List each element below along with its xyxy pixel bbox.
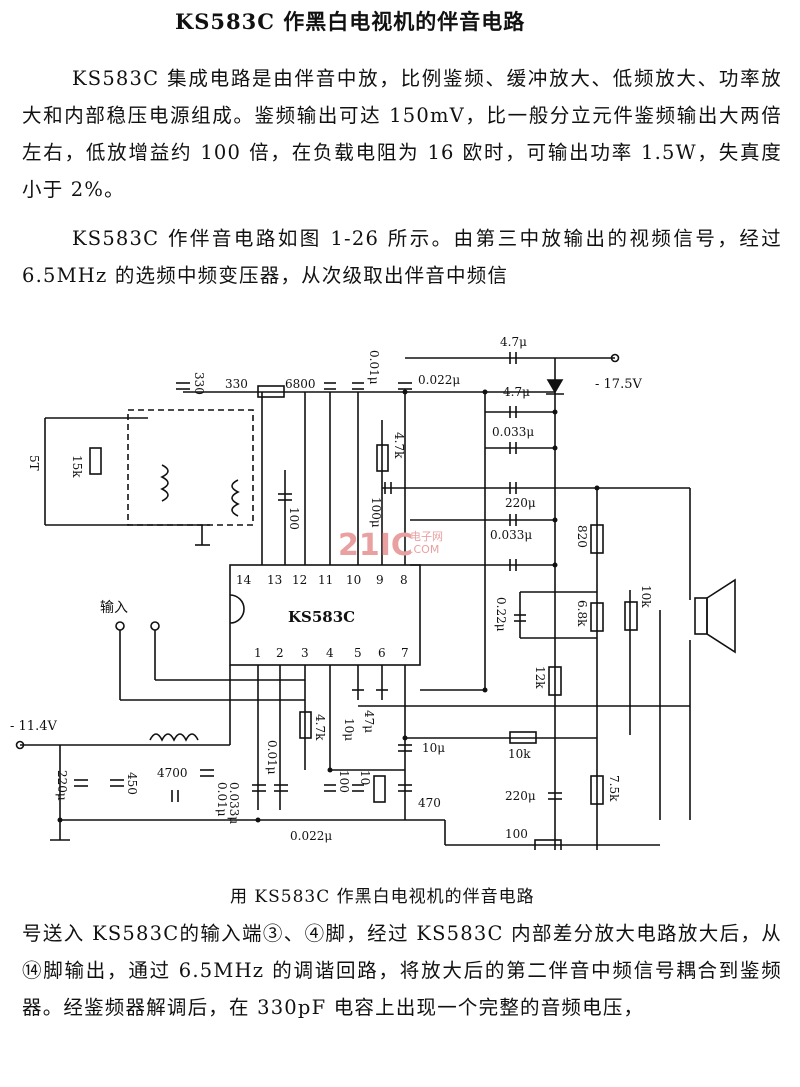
ic-pin-1: 1 bbox=[254, 646, 262, 660]
label-c-100-b: 100 bbox=[337, 770, 351, 793]
label-c-220u-b: 220μ bbox=[505, 789, 536, 803]
ic-pin-2: 2 bbox=[276, 646, 284, 660]
figure-caption: 用 KS583C 作黑白电视机的伴音电路 bbox=[230, 887, 535, 907]
label-c-100: 100 bbox=[287, 507, 301, 530]
ic-pin-3: 3 bbox=[301, 646, 309, 660]
label-c-47u: 47μ bbox=[362, 710, 376, 733]
label-r-4p7k-top: 4.7k bbox=[392, 432, 406, 459]
input-label: 输入 bbox=[100, 600, 128, 616]
paragraph-intro: KS583C 集成电路是由伴音中放，比例鉴频、缓冲放大、低频放大、功率放大和内部… bbox=[22, 67, 782, 201]
label-c-0p01u-top: 0.01μ bbox=[367, 350, 381, 385]
label-c-0p033u-c: 0.033μ bbox=[227, 782, 241, 824]
label-r-7p5k: 7.5k bbox=[607, 775, 621, 802]
supply-right-label: - 17.5V bbox=[595, 377, 642, 392]
label-c-100u: 100μ bbox=[369, 497, 383, 528]
ic-pin-7: 7 bbox=[401, 646, 409, 660]
label-c-220u-l: 220μ bbox=[55, 770, 69, 801]
paragraph-circuit: KS583C 作伴音电路如图 1-26 所示。由第三中放输出的视频信号，经过 6… bbox=[22, 227, 782, 287]
ic-pin-5: 5 bbox=[354, 646, 362, 660]
supply-left-label: - 11.4V bbox=[10, 719, 57, 734]
label-c-450: 450 bbox=[125, 772, 139, 795]
label-c-0p022u-b: 0.022μ bbox=[290, 829, 332, 843]
label-r-4p7k-b: 4.7k bbox=[313, 714, 327, 741]
label-r-6p8k: 6.8k bbox=[575, 600, 589, 627]
label-c-10u: 10μ bbox=[342, 718, 356, 741]
label-pot-10k: 10k bbox=[639, 585, 653, 608]
label-r-330-2: 330 bbox=[225, 377, 248, 391]
watermark-logo: 21IC bbox=[338, 528, 413, 563]
label-r-10k: 10k bbox=[508, 747, 531, 761]
ic-pin-6: 6 bbox=[378, 646, 386, 660]
watermark-cn: 电子网 bbox=[410, 530, 443, 543]
page-title: KS583C 作黑白电视机的伴音电路 bbox=[175, 9, 526, 34]
label-r-12k: 12k bbox=[533, 666, 547, 689]
paragraph-continuation: 号送入 KS583C的输入端③、④脚，经过 KS583C 内部差分放大电路放大后… bbox=[22, 922, 782, 1019]
ic-pin-13: 13 bbox=[267, 573, 282, 587]
label-c-470: 470 bbox=[418, 796, 441, 810]
label-c-6800: 6800 bbox=[285, 377, 316, 391]
ic-name: KS583C bbox=[288, 608, 355, 626]
label-c-220u-r: 220μ bbox=[505, 496, 536, 510]
label-c-10u-b: 10μ bbox=[422, 741, 445, 755]
label-c-4700: 4700 bbox=[157, 766, 188, 780]
label-r-10: 10 bbox=[358, 770, 372, 785]
ic-pin-11: 11 bbox=[318, 573, 333, 587]
circuit-schematic: 21IC 电子网 .COM KS583C 14 13 12 11 10 9 8 … bbox=[10, 335, 736, 850]
label-r-15k: 15k bbox=[70, 455, 84, 478]
label-c-0p22u: 0.22μ bbox=[494, 597, 508, 632]
label-c-0p022u-top: 0.022μ bbox=[418, 373, 460, 387]
ic-pin-12: 12 bbox=[292, 573, 307, 587]
ic-pin-8: 8 bbox=[400, 573, 408, 587]
watermark-url: .COM bbox=[410, 543, 439, 556]
ic-pin-4: 4 bbox=[326, 646, 334, 660]
label-c-0p033u-b: 0.033μ bbox=[490, 528, 532, 542]
label-c-0p01u-c: 0.01μ bbox=[265, 740, 279, 775]
label-l-5t: 5T bbox=[27, 455, 41, 471]
label-c-0p033u-a: 0.033μ bbox=[492, 425, 534, 439]
label-c-4p7u-2: 4.7μ bbox=[503, 385, 530, 399]
label-r-820: 820 bbox=[575, 525, 589, 548]
label-r-100: 100 bbox=[505, 827, 528, 841]
label-c-0p01u-b: 0.01μ bbox=[215, 782, 229, 817]
ic-pin-10: 10 bbox=[346, 573, 361, 587]
ic-pin-9: 9 bbox=[376, 573, 384, 587]
ic-pin-14: 14 bbox=[236, 573, 252, 587]
label-r-330: 330 bbox=[192, 372, 206, 395]
label-c-4p7u-top: 4.7μ bbox=[500, 335, 527, 349]
